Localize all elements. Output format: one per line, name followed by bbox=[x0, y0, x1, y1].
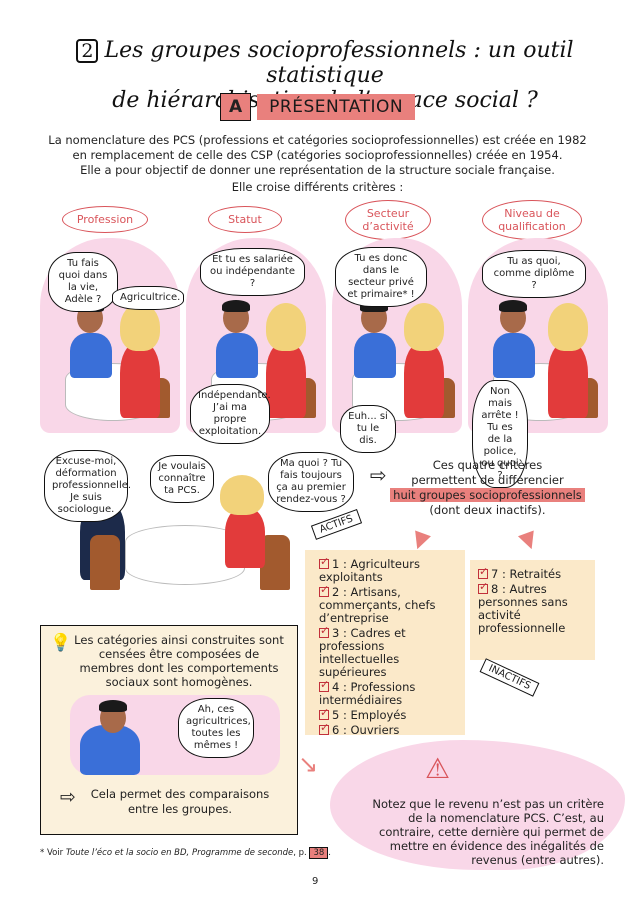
arrow-down-right-icon: ▼ bbox=[516, 525, 541, 556]
woman-figure bbox=[404, 343, 444, 418]
checkbox-icon bbox=[319, 555, 329, 569]
warning-text: Notez que le revenu n’est pas un critère… bbox=[372, 797, 604, 867]
category-item: 3 : Cadres et professions intellectuelle… bbox=[319, 624, 457, 679]
lightbulb-icon: 💡 bbox=[50, 633, 72, 653]
man-hair bbox=[222, 300, 250, 312]
man-hair bbox=[499, 300, 527, 312]
category-item: 8 : Autres personnes sans activité profe… bbox=[478, 580, 589, 635]
intro-line: Elle croise différents critères : bbox=[231, 180, 404, 194]
section-number: 2 bbox=[76, 39, 99, 63]
checkbox-icon bbox=[319, 706, 329, 720]
arrow-right-icon: ⇨ bbox=[60, 786, 76, 808]
woman-figure bbox=[120, 343, 160, 418]
woman-hair bbox=[266, 303, 306, 351]
checkbox-icon bbox=[478, 580, 488, 594]
man-figure bbox=[493, 333, 535, 378]
intro-text: La nomenclature des PCS (professions et … bbox=[20, 133, 615, 195]
title-line-1: Les groupes socioprofessionnels : un out… bbox=[104, 38, 574, 88]
section-letter: A bbox=[220, 93, 252, 121]
speech-bubble-answer: Non mais arrête ! Tu es de la police, ou… bbox=[472, 380, 528, 488]
category-item: 7 : Retraités bbox=[478, 565, 589, 581]
criterion-secteur: Secteur d’activité bbox=[345, 200, 431, 240]
arrow-right-icon: ⇨ bbox=[370, 463, 387, 487]
man-figure bbox=[80, 725, 140, 775]
speech-bubble-question: Tu as quoi, comme diplôme ? bbox=[482, 250, 586, 298]
arrow-curve-icon: ↘ bbox=[298, 750, 319, 778]
intro-line: La nomenclature des PCS (professions et … bbox=[48, 133, 587, 147]
man-hair bbox=[99, 700, 127, 712]
category-item: 2 : Artisans, commerçants, chefs d’entre… bbox=[319, 583, 457, 625]
woman-hair bbox=[120, 303, 160, 351]
category-item: 4 : Professions intermédiaires bbox=[319, 678, 457, 707]
criterion-profession: Profession bbox=[62, 206, 148, 233]
woman-figure bbox=[266, 343, 306, 418]
checkbox-icon bbox=[319, 721, 329, 735]
section-title: PRÉSENTATION bbox=[257, 94, 416, 120]
category-item: 5 : Employés bbox=[319, 706, 457, 722]
footnote-page-link[interactable]: 38 bbox=[309, 847, 329, 859]
footnote: * Voir Toute l’éco et la socio en BD, Pr… bbox=[40, 847, 331, 859]
category-item: 1 : Agriculteurs exploitants bbox=[319, 555, 457, 584]
section-banner: A PRÉSENTATION bbox=[220, 93, 416, 121]
category-item: 6 : Ouvriers bbox=[319, 721, 457, 737]
checkbox-icon bbox=[319, 624, 329, 638]
speech-bubble: Ah, ces agricultrices, toutes les mêmes … bbox=[178, 698, 254, 758]
checkbox-icon bbox=[319, 678, 329, 692]
man-figure bbox=[216, 333, 258, 378]
intro-line: en remplacement de celle des CSP (catégo… bbox=[72, 148, 563, 162]
speech-bubble-answer: Indépendante. J’ai ma propre exploitatio… bbox=[190, 384, 271, 444]
result-line: Ces quatre critères bbox=[432, 458, 543, 472]
speech-bubble: Je voulais connaître ta PCS. bbox=[150, 455, 214, 503]
footnote-prefix: * Voir bbox=[40, 848, 64, 858]
speech-bubble: Excuse-moi, déformation professionnelle.… bbox=[44, 450, 131, 522]
checkbox-icon bbox=[319, 583, 329, 597]
box-text: Les catégories ainsi construites sont ce… bbox=[74, 633, 284, 689]
speech-bubble-answer: Agricultrice. bbox=[112, 286, 184, 310]
woman-hair bbox=[220, 475, 264, 515]
woman-figure bbox=[548, 343, 588, 418]
chair bbox=[90, 535, 120, 590]
footnote-title: Toute l’éco et la socio en BD, Programme… bbox=[65, 848, 294, 858]
chair bbox=[260, 535, 290, 590]
criteria-result: Ces quatre critères permettent de différ… bbox=[385, 458, 590, 518]
result-highlight: huit groupes socioprofessionnels bbox=[390, 488, 585, 502]
result-line: permettent de différencier bbox=[411, 473, 564, 487]
speech-bubble-answer: Euh... si tu le dis. bbox=[340, 405, 396, 453]
footnote-page-label: , p. bbox=[293, 848, 307, 858]
woman-hair bbox=[404, 303, 444, 351]
warning-cloud bbox=[330, 740, 625, 870]
box-bottom-text: Cela permet des comparaisons entre les g… bbox=[90, 787, 270, 816]
man-figure bbox=[354, 333, 396, 378]
actifs-list: 1 : Agriculteurs exploitants 2 : Artisan… bbox=[305, 550, 465, 737]
woman-hair bbox=[548, 303, 588, 351]
man-figure bbox=[70, 333, 112, 378]
speech-bubble: Ma quoi ? Tu fais toujours ça au premier… bbox=[268, 452, 354, 512]
page-number: 9 bbox=[312, 876, 319, 887]
woman-figure bbox=[225, 508, 265, 568]
result-line: (dont deux inactifs). bbox=[429, 503, 546, 517]
inactifs-list: 7 : Retraités 8 : Autres personnes sans … bbox=[470, 560, 595, 660]
tag-inactifs: INACTIFS bbox=[479, 658, 540, 697]
intro-line: Elle a pour objectif de donner une repré… bbox=[80, 163, 555, 177]
speech-bubble-question: Tu es donc dans le secteur privé et prim… bbox=[335, 247, 427, 307]
criterion-statut: Statut bbox=[208, 206, 282, 233]
speech-bubble-question: Tu fais quoi dans la vie, Adèle ? bbox=[48, 252, 118, 312]
checkbox-icon bbox=[478, 565, 488, 579]
speech-bubble-question: Et tu es salariée ou indépendante ? bbox=[200, 248, 305, 296]
criterion-qualification: Niveau de qualification bbox=[482, 200, 582, 240]
warning-icon: ⚠ bbox=[425, 752, 451, 785]
